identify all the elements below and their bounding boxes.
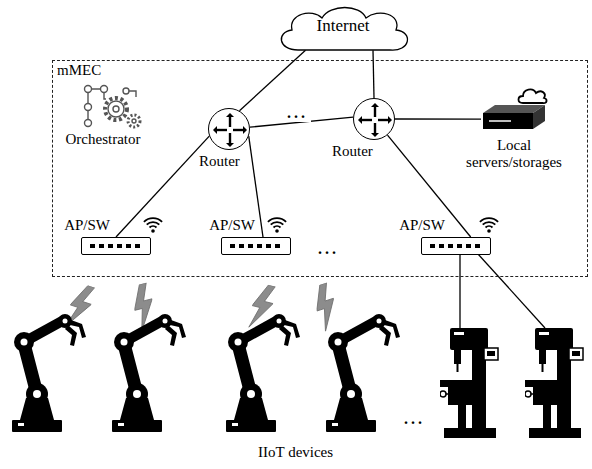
wire [478,254,545,328]
switch-ports [230,244,280,248]
node-label: Local servers/storages [458,137,570,172]
ellipsis-mark: ... [318,240,339,258]
server-symbol [483,89,547,129]
ellipsis-mark: ... [404,410,425,428]
wifi-symbol [480,214,498,234]
wifi-symbol [268,214,286,234]
milling-machine [525,328,583,438]
robot-arm [112,314,186,432]
router-arrows [213,113,247,147]
node-label: mMEC [57,62,101,79]
ap-icon [82,238,152,256]
wired-links [460,254,545,328]
orchestrator-node: Orchestrator [58,83,148,129]
robot-arm [226,314,300,432]
ap-switch: AP/SW [421,237,491,255]
orchestrator-symbol [85,86,141,128]
ellipsis-mark: ... [284,104,311,122]
network-link [116,136,209,237]
robot-arm [12,314,86,432]
router-icon [354,99,396,141]
switch-ports [430,244,480,248]
iiot-devices [12,314,583,438]
orch-icon [58,83,148,129]
server-icon [481,87,547,133]
switch-ports [90,244,140,248]
network-link [373,50,374,98]
router-arrows [358,103,392,137]
node-label: Router [199,153,240,170]
router-node: Router [353,98,395,140]
network-link [387,135,470,237]
wireless-links [63,282,342,332]
ap-icon [222,238,292,256]
robot-arm [326,314,400,432]
router-icon [209,109,251,151]
ap-icon [422,238,492,256]
wireless-bolt [309,282,342,332]
node-label: AP/SW [209,217,255,234]
network-link [395,118,481,119]
server-node: Local servers/storages [481,87,547,133]
router-node: Router [208,108,250,150]
group-label: IIoT devices [258,444,333,461]
ap-switch: AP/SW [81,237,151,255]
node-label: Orchestrator [53,131,153,148]
wire [459,254,460,328]
node-label: AP/SW [399,217,445,234]
ap-switch: AP/SW [221,237,291,255]
milling-machine [440,328,498,438]
cloud-node: Internet [268,2,418,58]
node-label: AP/SW [64,217,110,234]
node-label: Internet [268,16,418,36]
node-label: Router [332,143,373,160]
wifi-symbol [144,214,162,234]
